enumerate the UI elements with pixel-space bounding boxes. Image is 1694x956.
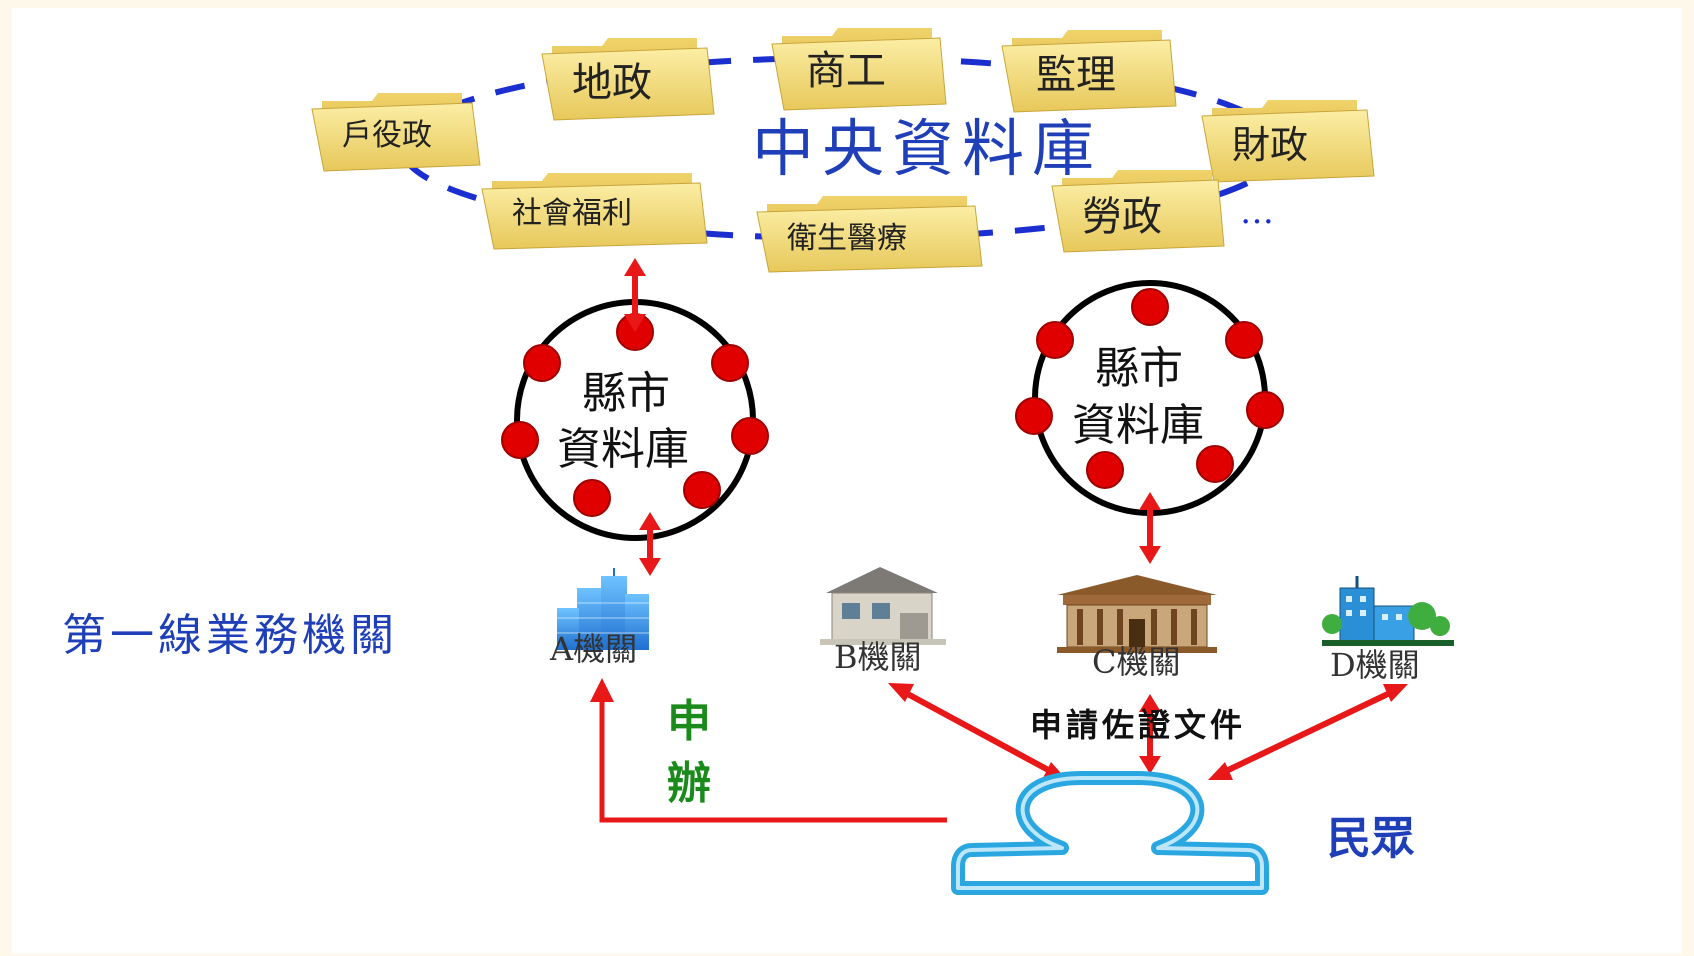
folder-label: 衛生醫療: [787, 221, 907, 256]
county-db-left: 縣市 資料庫: [501, 299, 769, 541]
county-db-right-line2: 資料庫: [1072, 400, 1204, 451]
central-ellipsis: …: [1240, 192, 1274, 232]
front-line-agencies-label: 第一線業務機關: [62, 610, 398, 661]
folder-label: 財政: [1232, 123, 1308, 167]
arrow-agency-b-citizen: [902, 689, 1054, 775]
apply-label-line2: 辦: [667, 758, 711, 809]
house-icon: [820, 567, 946, 645]
folder-social-welfare: 社會福利: [481, 173, 708, 250]
folder-land: 地政: [541, 38, 715, 121]
folder-labor: 勞政: [1051, 170, 1225, 253]
folder-label: 社會福利: [512, 196, 632, 231]
county-db-left-line2: 資料庫: [557, 424, 689, 475]
diagram-canvas: 戶役政 地政 商工 監理 財政 社會福利 衛生醫療 勞政 … 中央資料庫: [12, 8, 1682, 954]
agency-c-label: C機關: [1092, 643, 1181, 681]
apply-path: [590, 678, 947, 823]
folder-household: 戶役政: [311, 93, 481, 172]
agency-a-label: A機關: [549, 630, 637, 668]
agency-b-label: B機關: [834, 638, 922, 676]
city-buildings-icon: [1322, 576, 1454, 646]
arrows: [624, 258, 1408, 781]
agency-d-label: D機關: [1330, 646, 1420, 684]
government-building-icon: [1057, 575, 1217, 653]
skyscraper-icon: [557, 568, 649, 650]
citizen-label: 民眾: [1327, 813, 1415, 864]
folder-label: 勞政: [1082, 194, 1162, 240]
diagram-svg: 戶役政 地政 商工 監理 財政 社會福利 衛生醫療 勞政 … 中央資料庫: [62, 28, 1454, 895]
apply-label-line1: 申: [667, 696, 711, 747]
folder-label: 地政: [572, 60, 652, 106]
central-db-title: 中央資料庫: [752, 112, 1102, 185]
folder-label: 戶役政: [342, 118, 432, 153]
request-documents-label: 申請佐證文件: [1030, 706, 1246, 744]
folder-health: 衛生醫療: [756, 196, 983, 273]
arrow-agency-d-citizen: [1222, 689, 1394, 775]
county-db-left-line1: 縣市: [582, 368, 670, 419]
folder-label: 商工: [806, 48, 886, 94]
person-icon: [951, 771, 1269, 895]
county-db-right: 縣市 資料庫: [1015, 280, 1284, 516]
county-db-right-line1: 縣市: [1095, 343, 1183, 394]
folder-supervision: 監理: [1001, 30, 1177, 113]
folder-finance: 財政: [1201, 100, 1375, 183]
folder-commerce: 商工: [771, 28, 947, 111]
folder-label: 監理: [1036, 52, 1116, 98]
